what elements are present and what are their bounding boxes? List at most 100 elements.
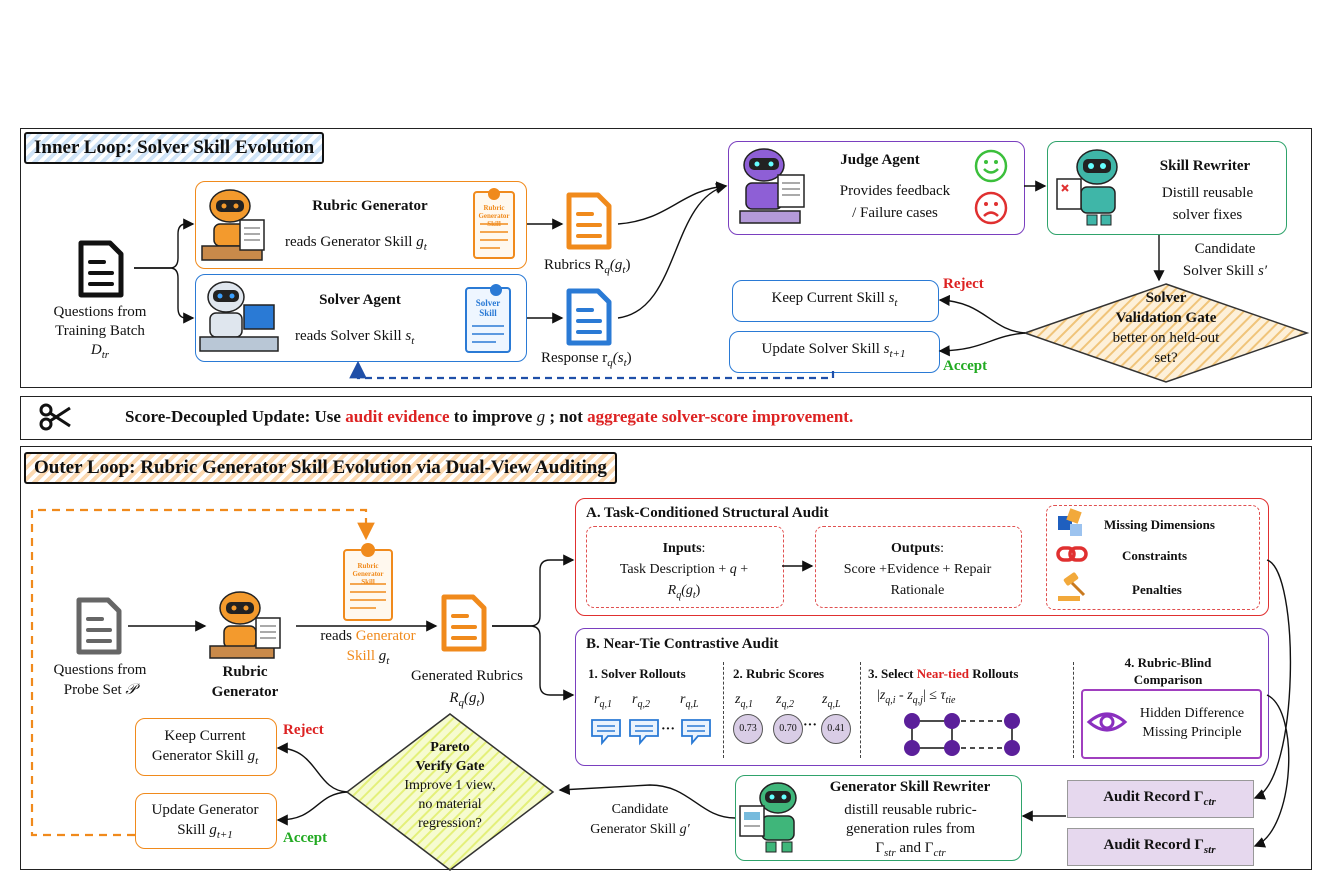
generator-skill-rewriter-desc: distill reusable rubric- generation rule… <box>844 802 977 859</box>
rubric-generator-robot-icon <box>200 184 270 264</box>
solver-agent-robot-icon <box>199 277 280 357</box>
inner-solver-agent-reads: reads Solver Skill st <box>295 328 415 347</box>
audit-b-box <box>575 628 1269 766</box>
legend-missing-dimensions: Missing Dimensions <box>1104 517 1215 532</box>
rollout-label-2: rq,2 <box>632 692 650 710</box>
audit-a-outputs-box <box>815 526 1022 608</box>
skill-rewriter-desc: Distill reusable solver fixes <box>1161 185 1254 223</box>
gavel-icon <box>1056 571 1090 603</box>
generator-rewriter-robot-icon <box>738 778 810 856</box>
score-ellipsis: ··· <box>803 718 818 733</box>
audit-a-title: A. Task-Conditioned Structural Audit <box>586 505 829 521</box>
audit-b-separator-3 <box>1073 662 1074 758</box>
rollout-chat-icon-3 <box>680 718 712 746</box>
judge-robot-icon <box>734 145 808 229</box>
rollout-chat-icon-1 <box>590 718 622 746</box>
inner-questions-label: Questions from Training Batch Dtr <box>53 304 147 361</box>
audit-a-legend-box <box>1046 505 1260 610</box>
outer-rubric-generator-label: Rubric Generator <box>211 664 279 700</box>
outer-generator-skill-scroll-label: Rubric Generator Skill <box>352 562 384 586</box>
rubrics-doc-icon <box>566 192 612 250</box>
eye-icon <box>1086 706 1128 738</box>
scissors-icon <box>38 402 74 432</box>
inner-solver-agent-title: Solver Agent <box>319 292 401 308</box>
response-doc-icon <box>566 288 612 346</box>
near-tie-formula: |zq,i - zq,j| ≤ τtie <box>877 688 956 706</box>
inner-reject-label: Reject <box>943 276 984 292</box>
generator-skill-scroll-icon <box>470 184 518 262</box>
score-label-2: zq,2 <box>776 692 794 710</box>
skill-rewriter-title: Skill Rewriter <box>1159 158 1251 174</box>
inner-candidate-label: Candidate Solver Skill s′ <box>1182 241 1268 279</box>
audit-record-ctr-box <box>1067 780 1254 818</box>
inner-keep-skill-label: Keep Current Skill st <box>771 290 898 309</box>
inner-loop-panel <box>20 128 1312 388</box>
hidden-difference-text: Hidden Difference Missing Principle <box>1139 706 1245 740</box>
sad-face-icon <box>973 190 1009 226</box>
audit-b-separator-2 <box>860 662 861 758</box>
generated-rubrics-label: Generated Rubrics Rq(gt) <box>410 668 524 709</box>
audit-b-separator-1 <box>723 662 724 758</box>
inner-accept-label: Accept <box>943 358 988 374</box>
rollout-label-1: rq,1 <box>594 692 612 710</box>
pareto-verify-gate-text: Pareto Verify Gate Improve 1 view, no ma… <box>404 740 496 831</box>
audit-a-outputs-text: Outputs: Score +Evidence + Repair Ration… <box>843 541 992 598</box>
chain-link-icon <box>1056 543 1088 565</box>
generated-rubrics-doc-icon <box>441 594 487 652</box>
audit-b-col4: 4. Rubric-Blind Comparison <box>1124 655 1212 687</box>
score-circle-2: 0.70 <box>773 714 803 744</box>
audit-a-inputs-box <box>586 526 784 608</box>
solver-validation-gate-diamond <box>1022 282 1310 384</box>
score-circle-3: 0.41 <box>821 714 851 744</box>
rollout-ellipsis: ··· <box>661 722 676 737</box>
score-decoupled-text: Score-Decoupled Update: Use audit eviden… <box>125 407 854 426</box>
audit-a-box <box>575 498 1269 616</box>
outer-loop-panel <box>20 446 1312 870</box>
audit-record-ctr-label: Audit Record Γctr <box>1103 789 1216 808</box>
outer-keep-skill-label: Keep Current Generator Skill gt <box>151 728 259 767</box>
inner-rubric-generator-title: Rubric Generator <box>312 198 428 214</box>
score-label-3: zq,L <box>822 692 841 710</box>
audit-b-col2: 2. Rubric Scores <box>733 666 825 681</box>
outer-rubric-generator-robot-icon <box>200 588 296 660</box>
generator-skill-scroll-label: Rubric Generator Skill <box>478 204 510 228</box>
puzzle-icon <box>1056 508 1086 538</box>
solver-skill-scroll-icon <box>462 280 514 356</box>
audit-record-str-label: Audit Record Γstr <box>1103 837 1216 856</box>
rollout-label-3: rq,L <box>680 692 699 710</box>
audit-record-str-box <box>1067 828 1254 866</box>
outer-accept-label: Accept <box>283 830 328 846</box>
inner-keep-skill-box <box>732 280 939 322</box>
audit-b-col3: 3. Select Near-tied Rollouts <box>868 666 1019 681</box>
pareto-verify-gate-diamond <box>345 712 555 872</box>
rollout-chat-icon-2 <box>628 718 660 746</box>
solver-validation-gate-text: Solver Validation Gate better on held-ou… <box>1112 290 1220 366</box>
legend-constraints: Constraints <box>1122 548 1188 563</box>
score-decoupled-bar <box>20 396 1312 440</box>
inner-rubric-generator-reads: reads Generator Skill gt <box>285 234 427 253</box>
inner-update-skill-label: Update Solver Skill st+1 <box>761 341 906 360</box>
audit-b-col1: 1. Solver Rollouts <box>588 666 686 681</box>
response-label: Response rq(st) <box>541 350 632 369</box>
solver-skill-scroll-label: Solver Skill <box>475 298 501 318</box>
score-circle-1: 0.73 <box>733 714 763 744</box>
happy-face-icon <box>973 148 1009 184</box>
outer-questions-doc-icon <box>76 597 122 655</box>
audit-a-inputs-text: Inputs: Task Description + q + Rq(gt) <box>619 541 749 601</box>
legend-penalties: Penalties <box>1132 582 1182 597</box>
audit-b-title: B. Near-Tie Contrastive Audit <box>586 636 779 652</box>
judge-agent-title: Judge Agent <box>840 152 920 168</box>
outer-questions-label: Questions from Probe Set 𝒫 <box>53 662 147 698</box>
outer-candidate-label: Candidate Generator Skill g′ <box>590 802 690 837</box>
rubrics-label: Rubrics Rq(gt) <box>544 257 631 276</box>
inner-questions-doc-icon <box>78 240 124 298</box>
outer-update-skill-label: Update Generator Skill gt+1 <box>151 802 259 841</box>
inner-loop-title: Inner Loop: Solver Skill Evolution <box>24 132 325 164</box>
near-tie-node-graph <box>890 708 1040 758</box>
score-label-1: zq,1 <box>735 692 753 710</box>
outer-loop-title: Outer Loop: Rubric Generator Skill Evolu… <box>24 452 617 484</box>
generator-skill-rewriter-title: Generator Skill Rewriter <box>829 779 991 795</box>
outer-reject-label: Reject <box>283 722 324 738</box>
skill-rewriter-robot-icon <box>1053 145 1129 229</box>
